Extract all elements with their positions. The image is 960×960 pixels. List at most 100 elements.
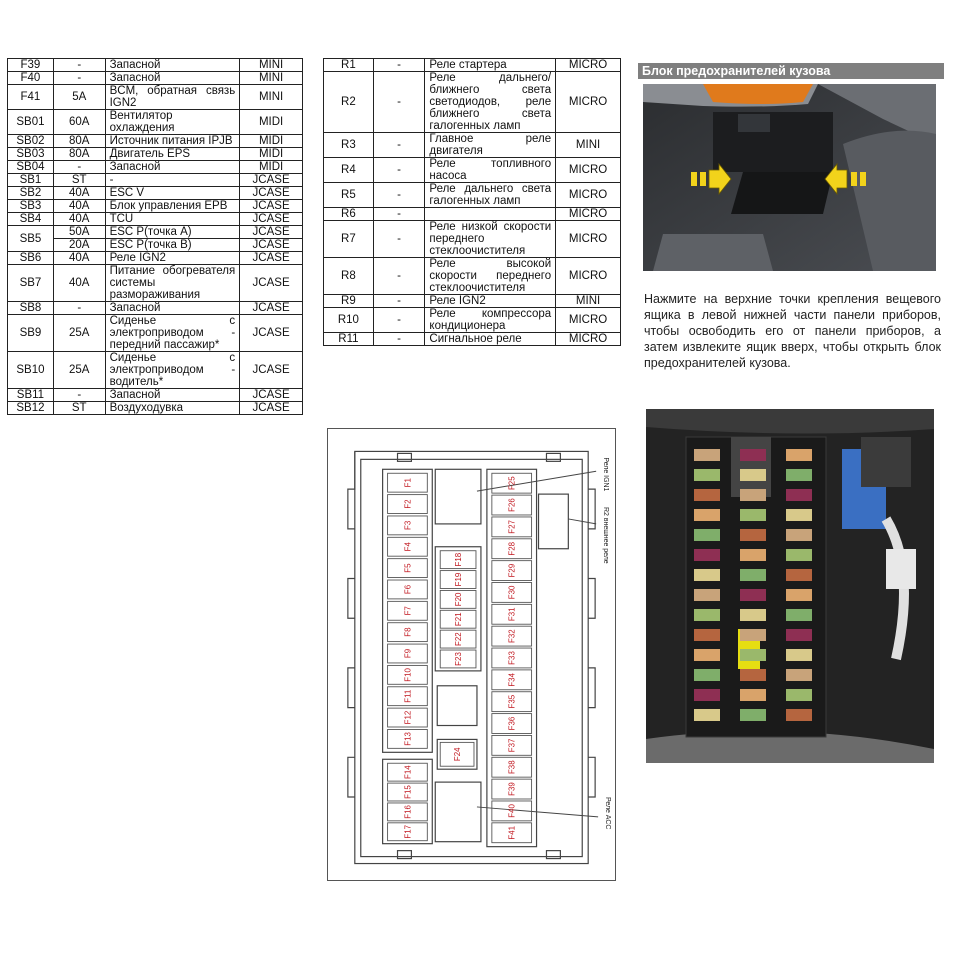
photo-fuse xyxy=(786,689,812,701)
fuse-slot-f27: F27 xyxy=(491,516,533,538)
fuse-label: F27 xyxy=(508,519,517,533)
fuse-description: ESC V xyxy=(104,186,241,200)
fuse-rating: 25A xyxy=(52,314,106,352)
fuse-type: MICRO xyxy=(555,58,621,72)
fuse-label: F25 xyxy=(508,476,517,490)
fuse-label: F41 xyxy=(508,825,517,839)
fuse-description: Вентилятор охлаждения xyxy=(104,109,241,135)
photo-fuse xyxy=(694,529,720,541)
fuse-rating: - xyxy=(52,160,106,174)
fuse-slot-f39: F39 xyxy=(491,778,533,800)
fuse-type: MIDI xyxy=(239,109,303,135)
fuse-type: JCASE xyxy=(239,314,303,352)
fuse-slot-f31: F31 xyxy=(491,603,533,625)
fuse-id: R2 xyxy=(323,71,374,133)
fuse-id: R10 xyxy=(323,307,374,333)
relay-r2-label: R2 внешнее реле xyxy=(602,507,609,564)
photo-fuse xyxy=(694,569,720,581)
fuse-type: MIDI xyxy=(239,147,303,161)
photo-fuse xyxy=(694,629,720,641)
fuse-description: Реле дальнего/ближнего света светодиодов… xyxy=(424,71,557,133)
fuse-slot-f4: F4 xyxy=(387,536,428,557)
fuse-slot-f22: F22 xyxy=(439,629,477,649)
fuse-type: MICRO xyxy=(555,207,621,221)
fuse-id: R1 xyxy=(323,58,374,72)
fuse-slot-f15: F15 xyxy=(387,782,428,802)
fuse-description: Реле высокой скорости переднего стеклооч… xyxy=(424,257,557,295)
photo-fuse xyxy=(786,489,812,501)
fuse-description: ESC P(точка A) xyxy=(104,225,241,239)
fuse-id: F40 xyxy=(7,71,54,85)
fuse-description: Реле низкой скорости переднего стеклоочи… xyxy=(424,220,557,258)
fuse-label: F26 xyxy=(508,498,517,512)
fuse-rating: - xyxy=(372,58,426,72)
fuse-id: SB02 xyxy=(7,134,54,148)
fuse-slot-f26: F26 xyxy=(491,494,533,516)
fuse-rating: 60A xyxy=(52,109,106,135)
fuse-id: R9 xyxy=(323,294,374,308)
photo-fuse xyxy=(740,589,766,601)
fuse-slot-f33: F33 xyxy=(491,647,533,669)
fuse-label: F40 xyxy=(508,803,517,817)
fuse-slot-f7: F7 xyxy=(387,600,428,621)
photo-fuse xyxy=(694,549,720,561)
fuse-id: SB1 xyxy=(7,173,54,187)
fuse-label: F33 xyxy=(508,651,517,665)
fuse-description: Реле топливного насоса xyxy=(424,157,557,183)
fuse-rating: - xyxy=(52,58,106,72)
photo-fuse xyxy=(694,489,720,501)
fuse-rating: 25A xyxy=(52,351,106,389)
photo-fuse xyxy=(786,449,812,461)
fuse-rating: - xyxy=(52,388,106,402)
fuse-description: Сиденье с электроприводом - водитель* xyxy=(104,351,241,389)
fuse-slot-f2: F2 xyxy=(387,494,428,514)
fuse-type: MICRO xyxy=(555,157,621,183)
fuse-type: MICRO xyxy=(555,71,621,133)
photo-fuse xyxy=(786,569,812,581)
fuse-rating: - xyxy=(372,182,426,208)
fuse-rating: 40A xyxy=(52,212,106,226)
fuse-type: MINI xyxy=(239,84,303,110)
fuse-description: Реле стартера xyxy=(424,58,557,72)
photo-fuse xyxy=(694,649,720,661)
fuse-type: JCASE xyxy=(239,199,303,213)
fuse-slot-f11: F11 xyxy=(387,686,428,707)
fuse-description: Сигнальное реле xyxy=(424,332,557,346)
fuse-label: F30 xyxy=(508,585,517,599)
fuse-type: MICRO xyxy=(555,182,621,208)
fuse-label: F4 xyxy=(403,542,412,552)
fuse-type: JCASE xyxy=(239,212,303,226)
photo-fuse xyxy=(786,549,812,561)
fuse-label: F28 xyxy=(508,541,517,555)
fuse-description: Источник питания IPJB xyxy=(104,134,241,148)
fuse-id: SB3 xyxy=(7,199,54,213)
fuse-description: Главное реле двигателя xyxy=(424,132,557,158)
relay-acc-label: Реле ACC xyxy=(604,797,611,829)
fuse-label: F36 xyxy=(508,716,517,730)
fuse-description: Запасной xyxy=(104,58,241,72)
fuse-label: F11 xyxy=(403,689,412,703)
fuse-slot-f30: F30 xyxy=(491,582,533,603)
fuse-type: JCASE xyxy=(239,401,303,415)
fuse-slot-f17: F17 xyxy=(387,822,428,842)
fuse-rating: ST xyxy=(52,401,106,415)
photo-fuse xyxy=(740,629,766,641)
photo-fuse xyxy=(740,489,766,501)
fuse-description: Сиденье с электроприводом - передний пас… xyxy=(104,314,241,352)
photo-fuse xyxy=(740,449,766,461)
fuse-slot-f29: F29 xyxy=(491,560,533,581)
fuse-id: R7 xyxy=(323,220,374,258)
photo-fuse xyxy=(786,589,812,601)
fuse-label: F1 xyxy=(403,477,412,487)
photo-fuse xyxy=(740,569,766,581)
photo-fuse xyxy=(740,689,766,701)
fuse-rating: - xyxy=(52,71,106,85)
